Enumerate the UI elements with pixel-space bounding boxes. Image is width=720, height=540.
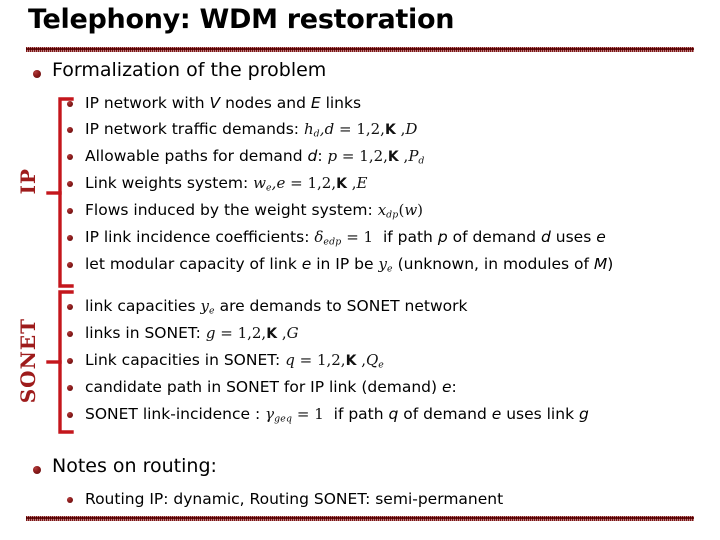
item-text: Allowable paths for demand [85,147,308,165]
item-text: IP network traffic demands: [85,120,304,138]
list-item-sonet-2: links in SONET: g = 1,2,K ,G [85,324,299,342]
bullet-icon [67,497,73,503]
item-emphasis: V [209,94,221,112]
math-expression: q = 1,2,K ,Qe [285,351,384,371]
math-expression: δedp = 1 [314,228,374,248]
item-text: if path q of demand e uses link g [323,405,589,423]
footer-divider-rule [26,516,694,521]
bullet-icon [67,262,73,268]
item-emphasis: d [307,147,318,165]
list-item-ip-7: let modular capacity of link e in IP be … [85,255,613,275]
item-text: Link weights system: [85,174,254,192]
math-expression: we,e = 1,2,K ,E [253,174,368,194]
item-text: IP network with [85,94,210,112]
math-expression: g = 1,2,K ,G [205,324,299,342]
bullet-icon [33,70,41,78]
item-text: Flows induced by the weight system: [85,201,378,219]
bullet-icon [67,331,73,337]
bullet-icon [67,358,73,364]
page-title: Telephony: WDM restoration [28,4,455,35]
math-expression: ye [378,255,393,275]
item-text: SONET link-incidence : [85,405,266,423]
list-item-sonet-1: link capacities ye are demands to SONET … [85,297,467,317]
bullet-icon [33,466,41,474]
item-text: : [317,147,328,165]
list-item-ip-2: IP network traffic demands: hd,d = 1,2,K… [85,120,417,140]
heading-notes: Notes on routing: [52,455,217,477]
bullet-icon [67,412,73,418]
list-item-sonet-4: candidate path in SONET for IP link (dem… [85,378,457,396]
bullet-icon [67,385,73,391]
item-text: if path p of demand d uses e [373,228,606,246]
item-text: (unknown, in modules of M) [392,255,614,273]
list-item-sonet-3: Link capacities in SONET: q = 1,2,K ,Qe [85,351,384,371]
list-item-ip-3: Allowable paths for demand d: p = 1,2,K … [85,147,425,167]
bullet-icon [67,304,73,310]
item-emphasis: E [310,94,321,112]
title-divider-rule [26,47,694,52]
item-text: are demands to SONET network [214,297,468,315]
item-text: links in SONET: [85,324,206,342]
math-expression: p = 1,2,K ,Pd [327,147,425,167]
math-expression: xdp(w) [377,201,424,221]
group-label-ip: IP [16,168,40,195]
bullet-icon [67,101,73,107]
item-text: Link capacities in SONET: [85,351,286,369]
bullet-icon [67,127,73,133]
list-item-ip-1: IP network with V nodes and E links [85,94,361,112]
list-item-sonet-5: SONET link-incidence : γgeq = 1 if path … [85,405,589,425]
math-expression: hd,d = 1,2,K ,D [303,120,418,140]
item-text: IP link incidence coefficients: [85,228,315,246]
bullet-icon [67,181,73,187]
math-expression: γgeq = 1 [265,405,324,425]
item-text: candidate path in SONET for IP link (dem… [85,378,442,396]
item-text: links [320,94,362,112]
heading-formalization: Formalization of the problem [52,59,327,81]
item-emphasis: e [442,378,452,396]
list-item-notes-1: Routing IP: dynamic, Routing SONET: semi… [85,490,504,508]
group-label-sonet: SONET [16,318,40,404]
item-text: let modular capacity of link e in IP be [85,255,379,273]
math-expression: ye [200,297,215,317]
list-item-ip-6: IP link incidence coefficients: δedp = 1… [85,228,606,248]
list-item-ip-5: Flows induced by the weight system: xdp(… [85,201,423,221]
bullet-icon [67,154,73,160]
bullet-icon [67,208,73,214]
list-item-ip-4: Link weights system: we,e = 1,2,K ,E [85,174,367,194]
item-text: nodes and [220,94,311,112]
item-text: link capacities [85,297,201,315]
bullet-icon [67,235,73,241]
item-text: : [451,378,457,396]
